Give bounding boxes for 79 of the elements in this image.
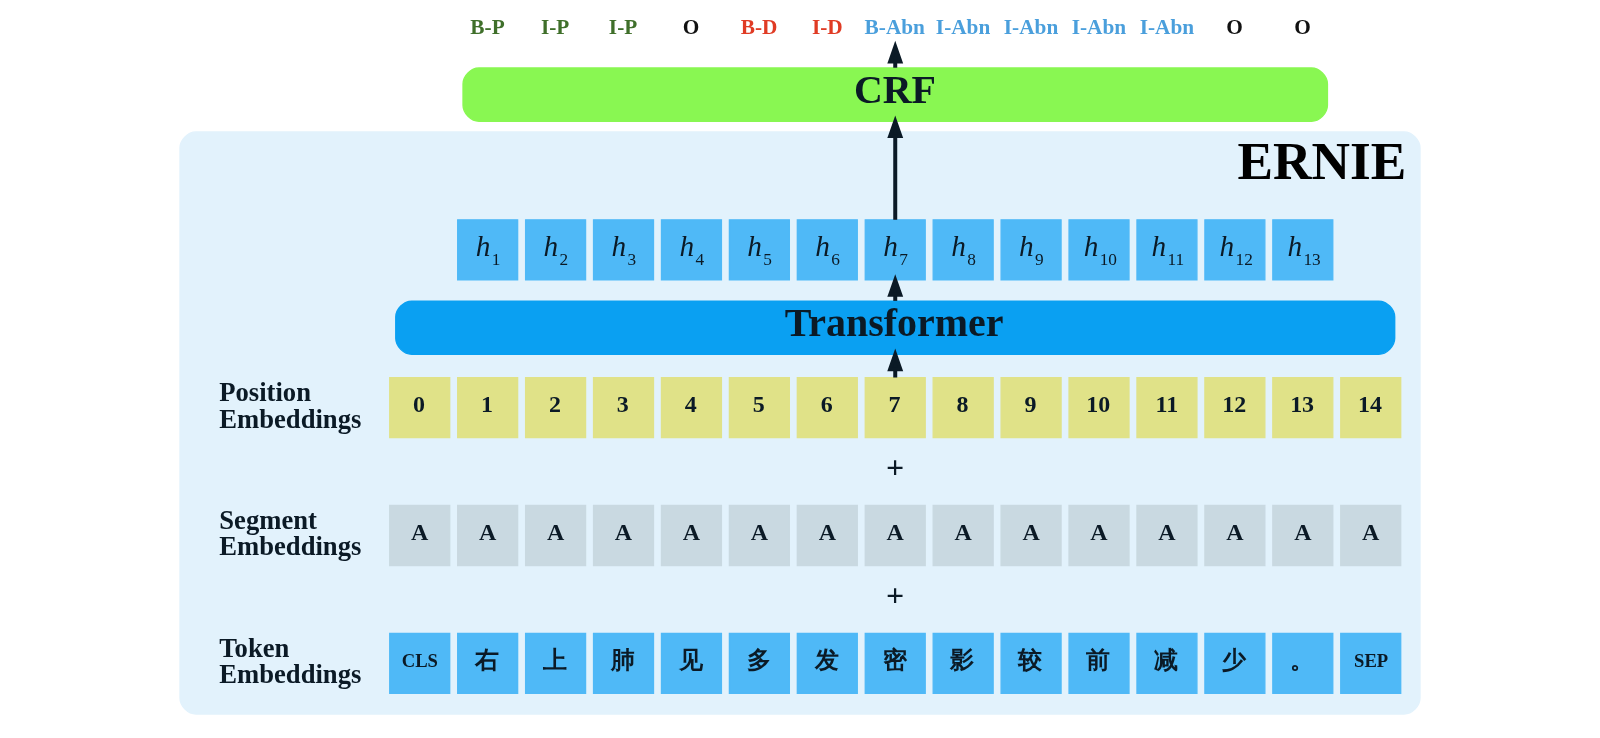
node-box: h$_{4}$	[660, 219, 723, 281]
node-box: A	[1000, 504, 1062, 567]
node-box: h$_{5}$	[728, 219, 790, 281]
label: Token Embeddings	[219, 632, 362, 690]
arrow	[887, 115, 904, 220]
node-box: 上	[524, 632, 587, 694]
node-box: 9	[1000, 377, 1062, 439]
node-box: 13	[1272, 377, 1334, 439]
node-box: 14	[1340, 377, 1402, 439]
label: +	[885, 578, 905, 614]
node-box: 7	[864, 377, 926, 439]
node-box: h$_{11}$	[1136, 219, 1198, 281]
node-box: 12	[1204, 377, 1266, 439]
node-box: h$_{10}$	[1068, 219, 1130, 281]
node-text: I-Abn	[1071, 14, 1127, 39]
node-box: A	[796, 504, 858, 567]
node-box: CRF	[462, 67, 1329, 122]
node-box: Transformer	[395, 300, 1396, 355]
node-box: A	[728, 504, 790, 567]
node-box: h$_{6}$	[796, 219, 858, 281]
node-text: B-D	[740, 14, 778, 39]
node-box: 0	[389, 377, 451, 439]
node-box: 10	[1068, 377, 1130, 439]
node-box: A	[1136, 504, 1198, 567]
node-box: h$_{1}$	[457, 219, 519, 281]
node-box: 8	[932, 377, 994, 439]
node-box: 影	[932, 632, 994, 694]
node-box: 多	[728, 632, 790, 694]
node-box: 右	[457, 632, 519, 694]
node-box: h$_{7}$	[864, 219, 926, 281]
node-text: I-Abn	[1139, 14, 1195, 39]
node-box: 减	[1136, 632, 1198, 694]
node-text: I-Abn	[1003, 14, 1059, 39]
node-text: I-P	[540, 14, 570, 39]
node-text: I-P	[608, 14, 638, 39]
node-box: A	[932, 504, 994, 567]
node-box: 肺	[592, 632, 655, 694]
node-box: 2	[524, 377, 587, 439]
node-box: 1	[457, 377, 519, 439]
node-box: 11	[1136, 377, 1198, 439]
node-box: 少	[1204, 632, 1266, 694]
node-text: B-Abn	[864, 14, 925, 39]
node-text: B-P	[470, 14, 505, 39]
node-text: O	[1294, 14, 1311, 39]
node-box: h$_{8}$	[932, 219, 994, 281]
label: Position Embeddings	[219, 376, 362, 434]
node-box: A	[1340, 504, 1402, 567]
node-box: 。	[1272, 632, 1334, 694]
node-box: h$_{3}$	[592, 219, 655, 281]
node-box: A	[864, 504, 926, 567]
node-box: A	[524, 504, 587, 567]
node-box: A	[457, 504, 519, 567]
node-box: 3	[592, 377, 655, 439]
node-box: SEP	[1340, 632, 1402, 694]
node-box: 见	[660, 632, 723, 694]
node-box: A	[1272, 504, 1334, 567]
node-text: I-D	[811, 14, 843, 39]
node-text: O	[1226, 14, 1243, 39]
label: Segment Embeddings	[219, 504, 362, 562]
node-box: 5	[728, 377, 790, 439]
node-text: O	[682, 14, 700, 39]
node-box: A	[660, 504, 723, 567]
node-box: h$_{2}$	[524, 219, 587, 281]
node-box: A	[592, 504, 655, 567]
node-box: A	[1204, 504, 1266, 567]
node-box: h$_{13}$	[1272, 219, 1334, 281]
node-box: 较	[1000, 632, 1062, 694]
node-box: 发	[796, 632, 858, 694]
node-box: 4	[660, 377, 723, 439]
node-box: 6	[796, 377, 858, 439]
node-box: 密	[864, 632, 926, 694]
node-box: h$_{9}$	[1000, 219, 1062, 281]
node-box: 前	[1068, 632, 1130, 694]
node-box: CLS	[389, 632, 451, 694]
node-box: A	[389, 504, 451, 567]
label: +	[885, 450, 905, 486]
node-text: I-Abn	[935, 14, 991, 39]
node-box: A	[1068, 504, 1130, 567]
node-box: h$_{12}$	[1204, 219, 1266, 281]
